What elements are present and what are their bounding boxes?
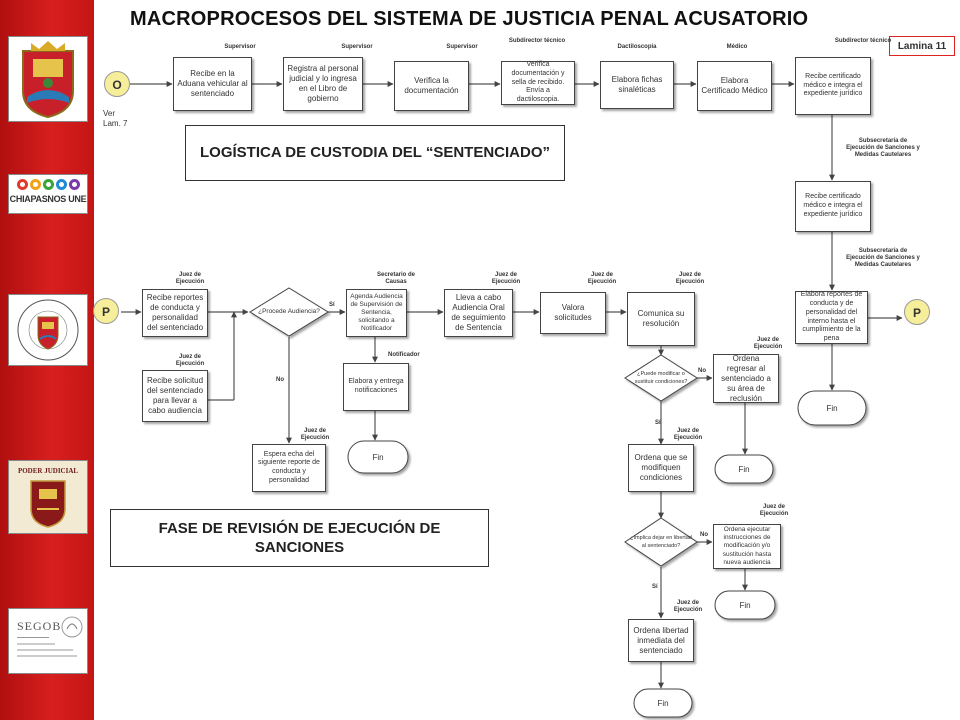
connector-o: O — [104, 71, 130, 97]
connector-p-right: P — [904, 299, 930, 325]
step-recibe-solicitud: Recibe solicitud del sentenciado para ll… — [142, 370, 208, 422]
role-label: Dactiloscopia — [617, 44, 657, 50]
role-label: Juez de Ejecución — [587, 272, 617, 285]
role-label: Juez de Ejecución — [759, 504, 789, 517]
role-label: Subsecretaría de Ejecución de Sanciones … — [846, 248, 920, 268]
mexico-coat-of-arms-icon — [61, 616, 83, 638]
lamina-badge: Lamina 11 — [889, 36, 955, 56]
terminator-fin-regresar — [714, 454, 774, 484]
role-label: Juez de Ejecución — [175, 354, 205, 367]
section-title-custodia: LOGÍSTICA DE CUSTODIA DEL “SENTENCIADO” — [185, 125, 565, 181]
step-ordena-ejecutar: Ordena ejecutar instrucciones de modific… — [713, 524, 781, 569]
congreso-seal-icon — [17, 299, 79, 361]
decision-puede-modificar — [624, 354, 698, 402]
edge-label-si: Sí — [652, 584, 658, 590]
role-label: Secretario de Causas — [376, 272, 416, 285]
step-ordena-regresar: Ordena regresar al sentenciado a su área… — [713, 354, 779, 403]
decision-implica-libertad — [624, 517, 698, 567]
step-comunica-resolucion: Comunica su resolución — [627, 292, 695, 346]
step-elabora-notificaciones: Elabora y entrega notificaciones — [343, 363, 409, 411]
role-label: Supervisor — [224, 44, 256, 50]
fin-label: Fin — [739, 600, 751, 610]
step-libertad-inmediata: Ordena libertad inmediata del sentenciad… — [628, 619, 694, 662]
step-modifiquen-condiciones: Ordena que se modifiquen condiciones — [628, 444, 694, 492]
judicial-building-icon — [30, 480, 66, 528]
poder-judicial-logo: PODER JUDICIAL — [8, 460, 88, 534]
role-label: Notificador — [388, 352, 420, 358]
step-recibe-certificado: Recibe certificado médico e integra el e… — [795, 57, 871, 115]
sidebar: CHIAPASNOS UNE PODER JUDICIAL SEGOB — [0, 0, 94, 720]
role-label: Supervisor — [341, 44, 373, 50]
decision-procede-label: ¿Procede Audiencia? — [258, 308, 320, 315]
step-recibe-aduana: Recibe en la Aduana vehicular al sentenc… — [173, 57, 252, 111]
chiapas-nos-une-logo: CHIAPASNOS UNE — [8, 174, 88, 214]
fin-label: Fin — [657, 698, 669, 708]
role-label: Juez de Ejecución — [175, 272, 205, 285]
decision-puede-label: ¿Puede modificar o sustituir condiciones… — [634, 371, 688, 385]
step-fichas-sinaleticas: Elabora fichas sinaléticas — [600, 61, 674, 109]
step-recibe-certificado-2: Recibe certificado médico e integra el e… — [795, 181, 871, 232]
decision-procede-audiencia — [249, 287, 329, 337]
role-label: Subsecretaría de Ejecución de Sanciones … — [846, 138, 920, 158]
role-label: Supervisor — [446, 44, 478, 50]
edge-label-si: Sí — [329, 302, 335, 308]
page-title: MACROPROCESOS DEL SISTEMA DE JUSTICIA PE… — [130, 8, 809, 30]
terminator-fin-instrucciones — [714, 590, 776, 620]
role-label: Juez de Ejecución — [673, 428, 703, 441]
role-label: Juez de Ejecución — [300, 428, 330, 441]
step-recibe-reportes: Recibe reportes de conducta y personalid… — [142, 289, 208, 337]
role-label: Médico — [726, 44, 748, 50]
poder-judicial-text: PODER JUDICIAL — [17, 467, 79, 475]
step-verifica-documentacion: Verifica la documentación — [394, 61, 469, 111]
chiapas-shield-icon — [22, 41, 74, 119]
connector-p-left: P — [93, 298, 119, 324]
role-label: Subdirector técnico — [834, 38, 892, 44]
segob-logo: SEGOB — [8, 608, 88, 674]
chiapas-nos-une-text: CHIAPASNOS UNE — [9, 194, 87, 204]
ver-lamina-note: Ver Lam. 7 — [103, 109, 128, 128]
segob-text: SEGOB — [17, 619, 62, 633]
step-valora-solicitudes: Valora solicitudes — [540, 292, 606, 334]
color-rings-icon — [9, 179, 87, 190]
step-certificado-medico: Elabora Certificado Médico — [697, 61, 772, 111]
step-audiencia-oral: Lleva a cabo Audiencia Oral de seguimien… — [444, 289, 513, 337]
step-agenda-audiencia: Agenda Audiencia de Supervisión de Sente… — [346, 289, 407, 337]
step-espera-reporte: Espera echa del siguiente reporte de con… — [252, 444, 326, 492]
edge-label-no: No — [276, 377, 284, 383]
role-label: Juez de Ejecución — [753, 337, 783, 350]
role-label: Juez de Ejecución — [675, 272, 705, 285]
edge-label-no: No — [698, 368, 706, 374]
congreso-estado-logo — [8, 294, 88, 366]
section-title-revision: FASE DE REVISIÓN DE EJECUCIÓN DE SANCION… — [110, 509, 489, 567]
fin-label: Fin — [826, 403, 838, 413]
edge-label-si: Sí — [655, 420, 661, 426]
step-verifica-sella: Verifica documentación y sella de recibi… — [501, 61, 575, 105]
decision-implica-label: ¿Implica dejar en libertad al sentenciad… — [630, 535, 692, 549]
step-registra-personal: Registra al personal judicial y lo ingre… — [283, 57, 363, 111]
terminator-fin-libertad — [633, 688, 693, 718]
role-label: Juez de Ejecución — [491, 272, 521, 285]
terminator-fin-right — [797, 390, 867, 426]
terminator-fin-notificador — [347, 440, 409, 474]
role-label: Subdirector técnico — [508, 38, 566, 44]
edge-label-no: No — [700, 532, 708, 538]
step-elabora-reportes: Elabora reportes de conducta y de person… — [795, 291, 868, 344]
estado-chiapas-seal-logo — [8, 36, 88, 122]
fin-label: Fin — [738, 464, 750, 474]
fin-label: Fin — [372, 452, 384, 462]
role-label: Juez de Ejecución — [673, 600, 703, 613]
